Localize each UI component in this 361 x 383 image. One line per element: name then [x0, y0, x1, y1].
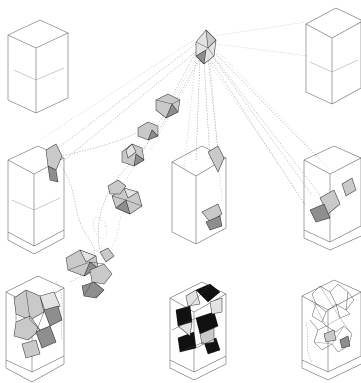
- fragment-1: [155, 93, 181, 119]
- fragment-3: [121, 143, 145, 167]
- fragment-2: [137, 121, 159, 141]
- fragment-chain: [65, 93, 181, 299]
- box-right-mesh-fill: [301, 279, 361, 381]
- fragment-5: [65, 247, 115, 299]
- source-crystal: [195, 29, 217, 65]
- box-center-black-fill: [169, 281, 227, 381]
- projection-lines: [39, 21, 341, 209]
- box-center-carved: [171, 145, 227, 245]
- box-left-carved: [7, 143, 65, 255]
- fragment-4: [107, 179, 143, 215]
- box-left-crystal-fill: [5, 275, 65, 383]
- empty-box-right: [305, 7, 361, 105]
- box-right-carved: [303, 145, 361, 251]
- empty-box-left: [7, 19, 69, 114]
